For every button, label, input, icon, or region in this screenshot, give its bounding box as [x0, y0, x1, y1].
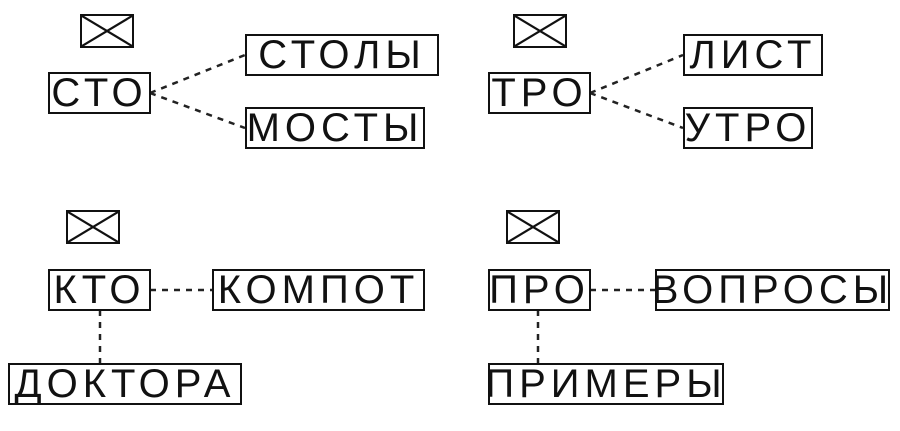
connector-sto-stoly	[149, 53, 246, 95]
target-word-primery: ПРИМЕРЫ	[485, 362, 727, 406]
connector-tro-list	[589, 53, 684, 95]
connector-sto-mosty	[149, 91, 246, 130]
target-word-voprosy: ВОПРОСЫ	[651, 268, 894, 312]
envelope-icon	[513, 14, 567, 48]
target-word-doktora: ДОКТОРА	[8, 363, 242, 405]
target-word-list: ЛИСТ	[683, 34, 823, 76]
target-word-kompot: КОМПОТ	[212, 269, 425, 311]
target-word-mosty: МОСТЫ	[245, 106, 425, 150]
source-word-kto: КТО	[48, 269, 151, 311]
envelope-icon	[66, 210, 120, 244]
connector-tro-utro	[589, 91, 684, 130]
target-word-stoly: СТОЛЫ	[245, 34, 439, 76]
source-word-pro: ПРО	[488, 268, 591, 312]
source-word-sto: СТО	[48, 72, 151, 114]
envelope-icon	[506, 210, 560, 244]
envelope-icon	[80, 14, 134, 48]
target-word-utro: УТРО	[683, 106, 813, 150]
source-word-tro: ТРО	[488, 72, 591, 114]
